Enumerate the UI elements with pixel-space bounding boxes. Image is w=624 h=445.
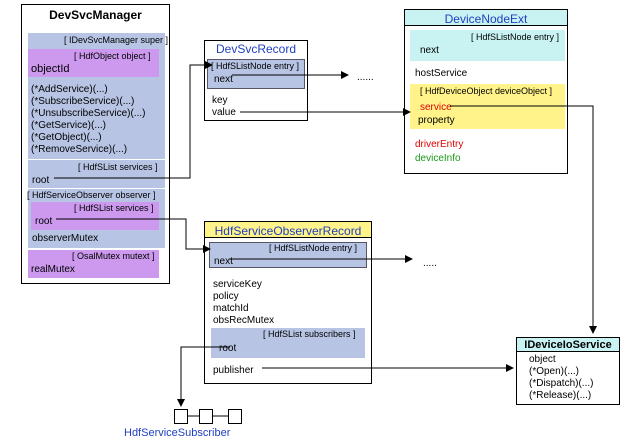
field-servicekey: serviceKey [213,279,262,290]
nodeext-title: DeviceNodeExt [444,12,528,26]
subscriber-node-1 [174,409,188,424]
osal-label: [ OsalMutex mutext ] [72,251,155,261]
record-next: next [214,74,233,85]
objectid-field: objectId [31,63,70,75]
nodeext-title-band [405,10,567,26]
obsrec-ellipsis: ..... [423,258,437,269]
obs-services-band [31,202,159,230]
subscriber-node-3 [228,409,242,424]
publisher-field: publisher [213,365,254,376]
method-remove: (*RemoveService)(...) [31,144,128,155]
arrow-services-root [54,61,213,179]
method-unsubscribe: (*UnsubscribeService)(...) [31,108,146,119]
record-entry-label: [ HdfSListNode entry ] [211,61,300,71]
arrow-observer-root [56,218,211,253]
method-add: (*AddService)(...) [31,84,108,95]
obsrec-entry-band [209,242,367,268]
ioservice-title-band [517,338,619,352]
method-getservice: (*GetService)(...) [31,120,107,131]
devsvc-manager-title: DevSvcManager [49,8,142,22]
field-obsrecmutex: obsRecMutex [213,315,275,326]
nodeext-entry-label: [ HdfSListNode entry ] [471,32,560,42]
super-label: [ IDevSvcManager super ] [64,35,169,45]
devobj-property: property [418,115,455,126]
observer-record-box: HdfServiceObserverRecord [ HdfSListNode … [204,221,372,384]
ioservice-release: (*Release)(...) [529,390,592,401]
field-matchid: matchId [213,303,249,314]
record-key: key [212,95,228,106]
ioservice-open: (*Open)(...) [529,366,580,377]
obsrec-entry-label: [ HdfSListNode entry ] [269,243,358,253]
hdfobject-band [28,49,159,77]
devsvc-record-title: DevSvcRecord [215,42,297,56]
device-info: deviceInfo [415,153,461,164]
observer-record-title-band [205,222,371,238]
obs-root: root [35,216,53,227]
subscribers-label: [ HdfSList subscribers ] [263,329,356,339]
subscribers-root: root [219,343,237,354]
subscriber-label: HdfServiceSubscriber [124,427,231,439]
record-entry-band [207,59,305,89]
method-subscribe: (*SubscribeService)(...) [31,96,135,107]
hdfobject-label: [ HdfObject object ] [74,51,151,61]
ioservice-title: IDeviceIoService [524,339,612,351]
driver-entry: driverEntry [415,139,464,150]
osal-band [28,250,159,278]
ioservice-object: object [529,354,556,365]
observer-label: [ HdfServiceObserver observer ] [27,190,156,200]
method-getobject: (*GetObject)(...) [31,132,102,143]
nodeext-next: next [420,45,439,56]
services-band [28,160,165,188]
devsvc-manager-box: DevSvcManager [ IDevSvcManager super ] [… [21,4,170,284]
observer-mutex: observerMutex [32,233,99,244]
nodeext-entry-band [410,30,565,61]
services-label: [ HdfSList services ] [78,162,158,172]
arrow-subscribers-root [177,346,230,407]
real-mutex: realMutex [31,264,75,275]
observer-record-title: HdfServiceObserverRecord [214,224,362,238]
subscriber-node-2 [199,409,213,424]
devobj-service: service [420,102,452,113]
ioservice-dispatch: (*Dispatch)(...) [529,378,594,389]
arrow-service-io [450,105,597,334]
record-value: value [212,107,236,118]
host-service: hostService [415,68,468,79]
subscribers-band [211,328,365,358]
obsrec-next: next [214,256,233,267]
field-policy: policy [213,291,239,302]
services-root: root [32,175,50,186]
devobj-label: [ HdfDeviceObject deviceObject ] [420,86,553,96]
obs-services-label: [ HdfSList services ] [74,203,154,213]
devsvc-record-box: DevSvcRecord [ HdfSListNode entry ] next… [204,40,308,121]
ioservice-box: IDeviceIoService object (*Open)(...) (*D… [516,337,620,405]
record-ellipsis: ...... [357,72,374,83]
